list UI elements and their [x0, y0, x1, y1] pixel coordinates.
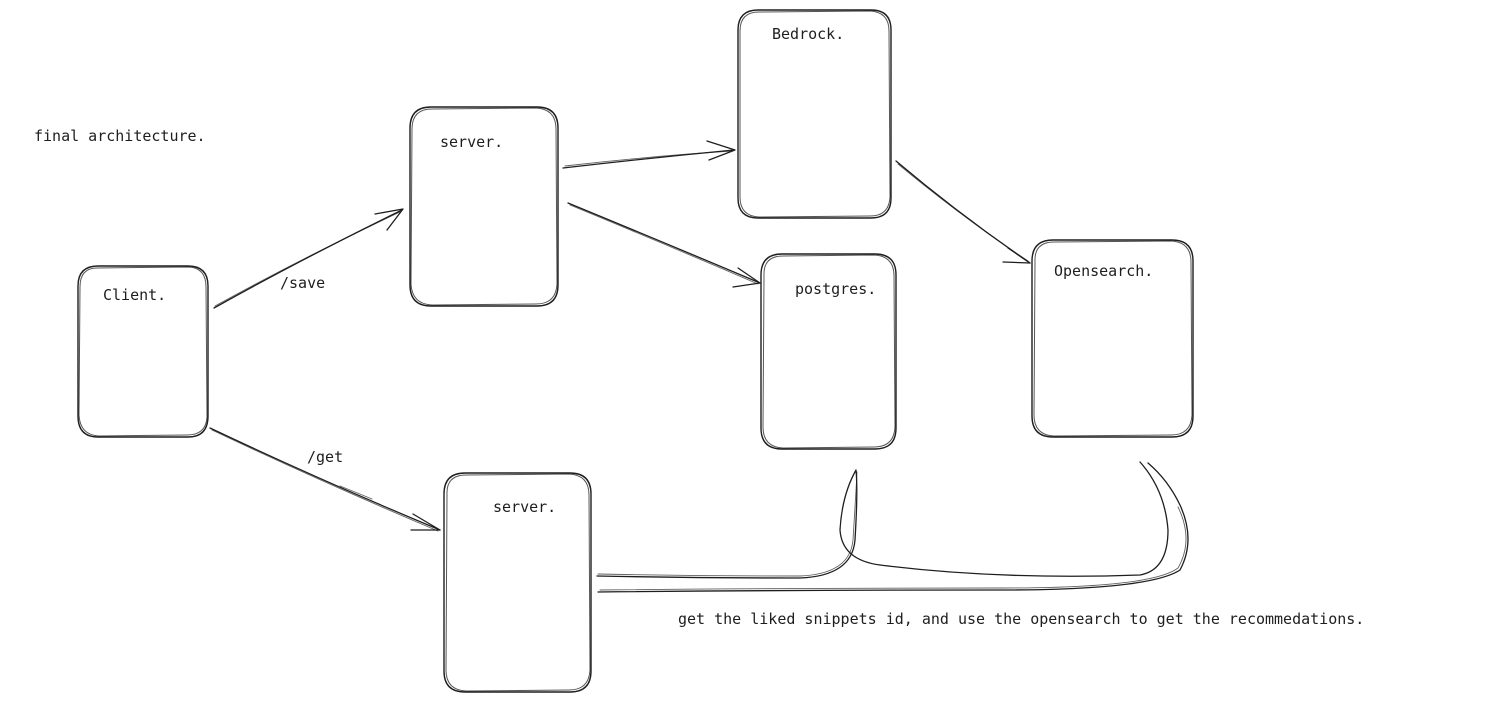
client-label: Client. [103, 286, 166, 304]
save-edge: /save [213, 208, 404, 309]
recommendation-loop-edge: get the liked snippets id, and use the o… [596, 461, 1364, 628]
server-to-postgres-edge [567, 202, 761, 288]
server-save-node: server. [409, 106, 559, 307]
diagram-title: final architecture. [34, 127, 206, 145]
client-node: Client. [77, 265, 209, 438]
get-edge: /get [209, 427, 441, 532]
bedrock-label: Bedrock. [772, 25, 844, 43]
server-save-label: server. [440, 133, 503, 151]
bedrock-to-opensearch-edge [895, 160, 1031, 264]
server-to-bedrock-edge [562, 140, 736, 169]
save-edge-label: /save [280, 274, 325, 292]
postgres-label: postgres. [795, 280, 876, 298]
recommendation-note: get the liked snippets id, and use the o… [678, 610, 1364, 628]
opensearch-label: Opensearch. [1054, 262, 1153, 280]
bedrock-node: Bedrock. [737, 9, 892, 219]
get-edge-label: /get [307, 448, 343, 466]
server-get-node: server. [443, 472, 592, 693]
postgres-node: postgres. [760, 253, 897, 450]
opensearch-node: Opensearch. [1031, 239, 1194, 438]
server-get-label: server. [493, 498, 556, 516]
